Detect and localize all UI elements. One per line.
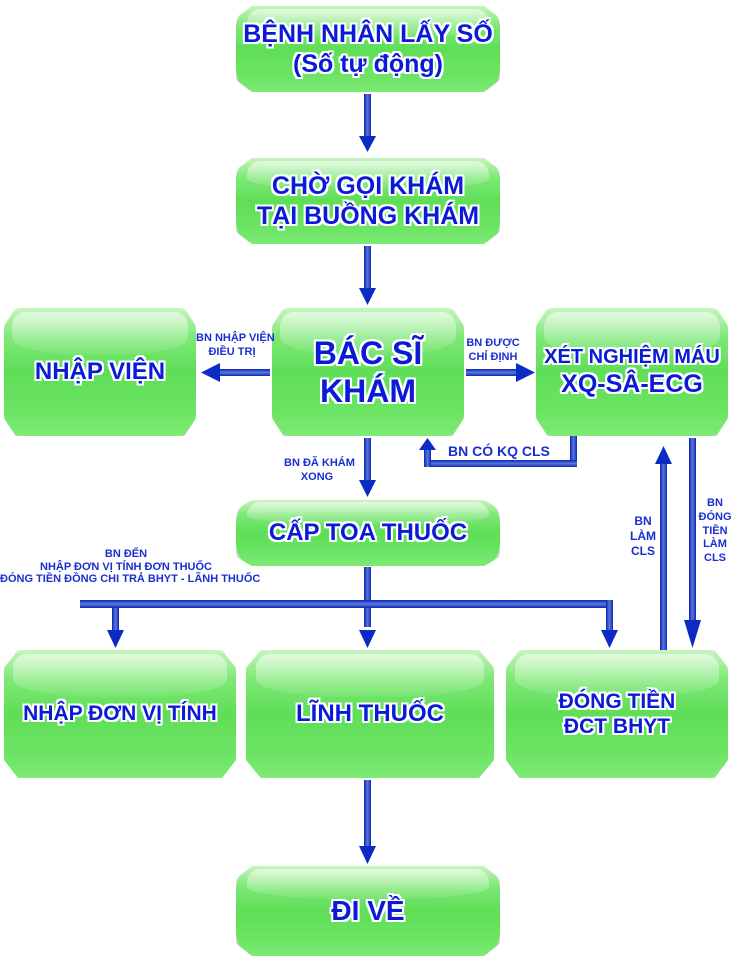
arrow-medicine-to-home: [359, 780, 376, 864]
label-branch-note: BN ĐẾN NHẬP ĐƠN VỊ TÍNH ĐƠN THUỐC ĐÓNG T…: [0, 548, 261, 586]
arrow-pay-to-lab: [655, 446, 672, 650]
label-pay-cls-arrow-line1: BN: [707, 497, 723, 509]
arrow-doctor-to-prescription: [359, 438, 376, 497]
label-do-cls-arrow-line2: LÀM: [630, 529, 656, 543]
node-doctor-exam-line2: KHÁM: [320, 373, 416, 409]
arrow-lab-to-pay: [684, 438, 701, 648]
node-wait-call-line2: TẠI BUỒNG KHÁM: [256, 202, 480, 230]
label-done-exam-arrow-line1: BN ĐÃ KHÁM: [284, 457, 355, 469]
node-admit-line1: NHẬP VIỆN: [34, 357, 166, 385]
node-pay: ĐÓNG TIỀN ĐCT BHYT: [506, 650, 728, 778]
label-lab-result-arrow: BN CÓ KQ CLS: [448, 443, 550, 459]
node-wait-call-line1: CHỜ GỌI KHÁM: [271, 172, 465, 200]
node-lab-tests-line2: XQ-SÂ-ECG: [561, 370, 703, 398]
node-enter-units: NHẬP ĐƠN VỊ TÍNH: [4, 650, 236, 778]
node-pay-line2: ĐCT BHYT: [563, 715, 671, 738]
arrow-wait-to-doctor: [359, 246, 376, 305]
label-pay-cls-arrow-line5: CLS: [704, 552, 726, 564]
node-wait-call: CHỜ GỌI KHÁM TẠI BUỒNG KHÁM: [236, 158, 500, 244]
node-prescription: CẤP TOA THUỐC: [236, 500, 500, 566]
node-lab-tests-line1: XÉT NGHIỆM MÁU: [544, 346, 720, 368]
node-doctor-exam: BÁC SĨ KHÁM: [272, 308, 464, 436]
node-admit: NHẬP VIỆN: [4, 308, 196, 436]
label-do-cls-arrow: BN LÀM CLS: [627, 514, 659, 559]
label-pay-cls-arrow-line4: LÀM: [703, 538, 727, 551]
node-prescription-line1: CẤP TOA THUỐC: [268, 518, 468, 546]
node-receive-medicine-line1: LĨNH THUỐC: [296, 699, 444, 727]
label-pay-cls-arrow-line3: TIỀN: [702, 524, 728, 537]
node-enter-units-line1: NHẬP ĐƠN VỊ TÍNH: [23, 702, 217, 726]
node-take-number: BỆNH NHÂN LẤY SỐ (Số tự động): [236, 6, 500, 92]
label-done-exam-arrow: BN ĐÃ KHÁM XONG: [284, 457, 355, 485]
node-go-home-line1: ĐI VỀ: [331, 895, 405, 927]
label-branch-note-line3: ĐÓNG TIỀN ĐỒNG CHI TRẢ BHYT - LÃNH THUỐC: [0, 573, 261, 586]
node-receive-medicine: LĨNH THUỐC: [246, 650, 494, 778]
label-branch-note-line2: NHẬP ĐƠN VỊ TÍNH ĐƠN THUỐC: [40, 560, 212, 573]
node-pay-line1: ĐÓNG TIỀN: [558, 689, 676, 713]
label-assigned-arrow: BN ĐƯỢC CHỈ ĐỊNH: [462, 337, 524, 365]
label-do-cls-arrow-line3: CLS: [631, 544, 655, 558]
label-pay-cls-arrow-line2: ĐÓNG: [698, 510, 732, 523]
arrow-doctor-to-admit: [201, 363, 270, 382]
node-lab-tests: XÉT NGHIỆM MÁU XQ-SÂ-ECG: [536, 308, 728, 436]
label-done-exam-arrow-line2: XONG: [300, 470, 334, 483]
node-go-home: ĐI VỀ: [236, 866, 500, 956]
arrow-doctor-to-lab: [466, 363, 535, 382]
label-assigned-arrow-line2: CHỈ ĐỊNH: [468, 350, 518, 363]
label-admit-arrow: BN NHẬP VIỆN ĐIỀU TRỊ: [196, 332, 275, 360]
node-take-number-line1: BỆNH NHÂN LẤY SỐ: [243, 20, 493, 48]
arrow-lab-result-to-doctor: [419, 436, 577, 467]
arrow-prescription-branch: [80, 567, 618, 648]
label-branch-note-line1: BN ĐẾN: [104, 548, 148, 560]
node-doctor-exam-line1: BÁC SĨ: [313, 334, 423, 371]
label-admit-arrow-line2: ĐIỀU TRỊ: [208, 345, 256, 358]
arrow-take-to-wait: [359, 94, 376, 152]
label-assigned-arrow-line1: BN ĐƯỢC: [466, 337, 520, 349]
label-do-cls-arrow-line1: BN: [634, 514, 652, 528]
node-take-number-line2: (Số tự động): [293, 50, 443, 78]
label-admit-arrow-line1: BN NHẬP VIỆN: [196, 332, 275, 344]
label-pay-cls-arrow: BN ĐÓNG TIỀN LÀM CLS: [698, 497, 732, 566]
